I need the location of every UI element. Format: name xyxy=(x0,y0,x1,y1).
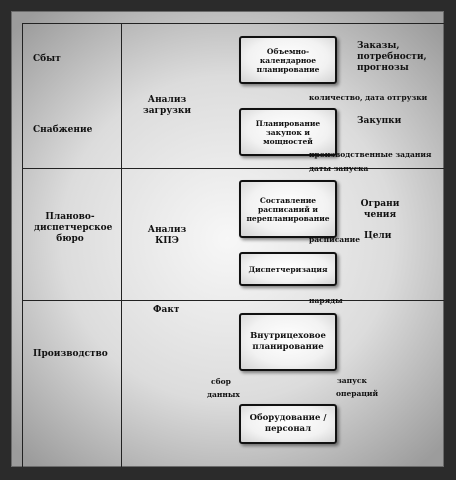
analysis-load-label: Анализ загрузки xyxy=(142,95,192,116)
data-collection-flow-1: сбор xyxy=(211,377,231,386)
orders-label: Заказы, потребности, прогнозы xyxy=(357,41,427,73)
constraints-label: Ограничения xyxy=(360,199,400,220)
operations-launch-flow-1: запуск xyxy=(337,376,367,385)
row-label-supply: Снабжение xyxy=(33,125,93,135)
row-divider-pdb-production xyxy=(22,300,444,301)
left-border xyxy=(22,23,23,467)
production-tasks-flow: производственные задания xyxy=(309,150,432,159)
procurement-label: Закупки xyxy=(357,116,402,126)
scheduling-replanning-box: Составление расписаний и перепланировани… xyxy=(239,180,337,238)
row-label-production: Производство xyxy=(33,349,108,359)
volume-calendar-planning-box: Объемно-календарное планирование xyxy=(239,36,337,84)
row-divider-top xyxy=(22,23,444,24)
analysis-kpi-label: Анализ КПЭ xyxy=(147,225,187,246)
work-orders-flow: наряды xyxy=(309,296,343,305)
row-label-sales: Сбыт xyxy=(33,54,61,64)
schedule-flow: расписание xyxy=(309,235,360,244)
goals-label: Цели xyxy=(364,231,392,241)
launch-dates-flow: даты запуска xyxy=(309,164,369,173)
procurement-capacity-planning-box: Планирование закупок и мощностей xyxy=(239,108,337,156)
diagram-frame xyxy=(11,11,444,467)
in-shop-planning-box: Внутрицеховое планирование xyxy=(239,313,337,371)
quantity-shipdate-flow: количество, дата отгрузки xyxy=(309,93,428,102)
fact-label: Факт xyxy=(153,305,180,315)
data-collection-flow-2: данных xyxy=(207,390,240,399)
equipment-personnel-box: Оборудование / персонал xyxy=(239,404,337,444)
column-divider xyxy=(121,23,122,467)
row-divider-sales-supply xyxy=(22,168,444,169)
operations-launch-flow-2: операций xyxy=(336,389,379,398)
dispatching-box: Диспетчеризация xyxy=(239,252,337,286)
row-label-pdb: Планово-диспетчерское бюро xyxy=(34,212,113,244)
